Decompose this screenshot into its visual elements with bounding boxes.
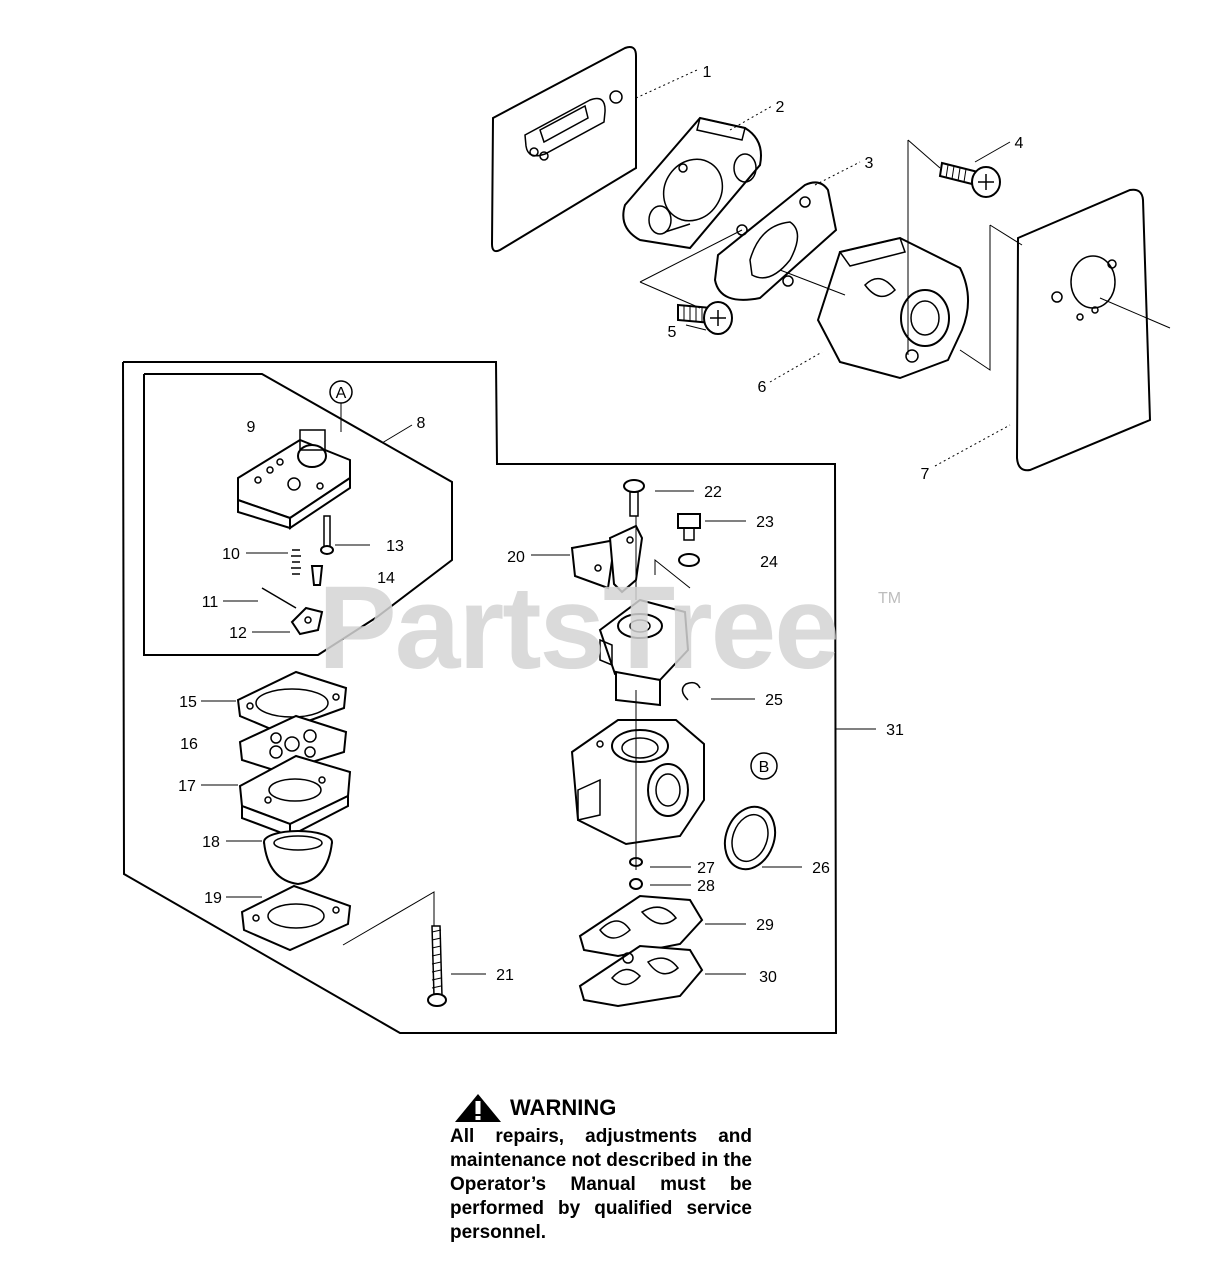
label-21: 21 [496,967,514,984]
kit-31-frame [122,361,838,1034]
label-29: 29 [756,917,774,934]
label-7: 7 [921,466,930,483]
trademark-mark: TM [878,590,902,607]
part-23-screw [677,513,701,541]
part-13-screw [320,515,334,555]
label-5: 5 [668,324,677,341]
label-13: 13 [386,538,404,555]
part-2-insulator [622,116,762,250]
part-throttle-body [598,598,690,707]
part-10-spring [291,549,301,575]
part-22-screw [623,479,645,517]
part-21-screw [427,925,447,1007]
part-17-pump-body [238,754,352,838]
label-20: 20 [507,549,525,566]
label-14: 14 [377,570,395,587]
part-9-pump-body [237,429,351,530]
label-28: 28 [697,878,715,895]
label-12: 12 [229,625,247,642]
warning-header: WARNING [454,1093,752,1123]
label-15: 15 [179,694,197,711]
part-29-gasket [578,894,704,958]
label-3: 3 [865,155,874,172]
part-25-clip [681,681,701,701]
label-9: 9 [247,419,256,436]
label-23: 23 [756,514,774,531]
part-7-gasket [1015,188,1152,472]
label-4: 4 [1015,135,1024,152]
warning-title: WARNING [510,1095,617,1120]
label-2: 2 [776,99,785,116]
warning-text: All repairs, adjustments and maintenance… [450,1126,752,1243]
svg-text:B: B [759,759,770,776]
warning-box: WARNING All repairs, adjustments and mai… [450,1093,752,1245]
part-carburetor-body [570,719,705,846]
part-5-screw [677,301,733,335]
label-8: 8 [417,415,426,432]
label-31: 31 [886,722,904,739]
label-6: 6 [758,379,767,396]
label-18: 18 [202,834,220,851]
callout-marker-b: B [750,752,778,780]
label-16: 16 [180,736,198,753]
part-16-diaphragm [238,714,348,774]
part-14-needle [310,565,324,586]
label-10: 10 [222,546,240,563]
label-11: 11 [202,594,219,611]
kit-8-frame [143,373,453,656]
part-11-pin [261,587,297,609]
label-17: 17 [178,778,196,795]
part-1-gasket [490,46,637,253]
part-12-lever [290,606,324,636]
part-18-primer-cup [263,830,333,886]
partstree-watermark: PartsTree [318,562,840,694]
part-26-ring [723,805,777,871]
label-19: 19 [204,890,222,907]
part-28-needle [629,878,643,890]
part-4-screw [938,161,1001,198]
part-24-washer [678,553,700,567]
part-19-cover [240,884,352,952]
part-30-diaphragm [578,944,704,1008]
label-27: 27 [697,860,715,877]
label-24: 24 [760,554,778,571]
warning-triangle-icon [455,1094,501,1122]
label-30: 30 [759,969,777,986]
svg-text:A: A [336,385,347,402]
label-1: 1 [703,64,712,81]
label-22: 22 [704,484,722,501]
part-15-gasket [236,670,348,734]
label-25: 25 [765,692,783,709]
part-3-gasket [713,181,838,301]
callout-marker-a: A [329,380,353,432]
part-6-adapter-body [816,236,970,380]
label-26: 26 [812,860,830,877]
